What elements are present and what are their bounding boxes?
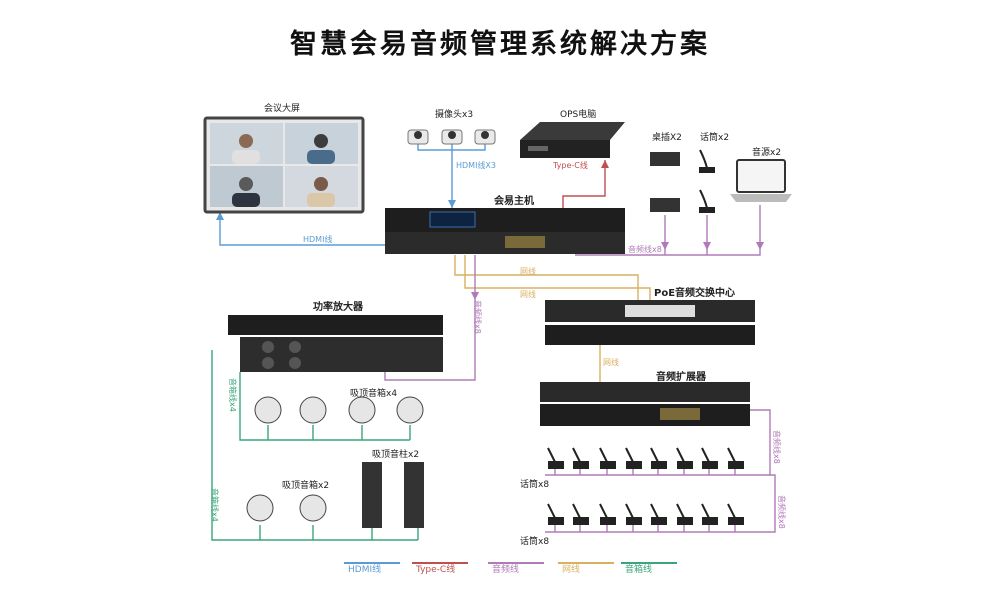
wire-label-audio-x8: 音频线x8 [628, 244, 662, 255]
wire-label-audio-r2: 音频线x8 [776, 495, 787, 529]
legend-item-hdmi: HDMI线 [348, 562, 381, 575]
audio-expander [540, 382, 750, 426]
label-cameras: 摄像头x3 [435, 107, 473, 120]
mic-icon [700, 150, 714, 212]
label-ceiling4: 吸顶音箱x4 [350, 386, 397, 399]
wire-label-typec: Type-C线 [553, 160, 588, 171]
legend-swatch [558, 562, 614, 564]
wire-label-audio-r1: 音频线x8 [771, 430, 782, 464]
label-ops: OPS电脑 [560, 107, 596, 120]
legend-label: HDMI线 [348, 565, 381, 575]
wire-label-hdmi: HDMI线 [303, 234, 332, 245]
label-host: 会易主机 [494, 192, 534, 207]
legend-swatch [621, 562, 677, 564]
label-ceiling2: 吸顶音箱x2 [282, 478, 329, 491]
wire-label-audio-vertical: 音频线x8 [472, 300, 483, 334]
legend-label: Type-C线 [416, 565, 455, 575]
legend-item-audio: 音频线 [492, 562, 519, 575]
hdmi-camera-wire [418, 144, 485, 208]
wire-label-net-2: 网线 [520, 289, 536, 300]
wire-label-net-3: 网线 [603, 357, 619, 368]
label-deskplug: 桌插X2 [652, 130, 682, 143]
mic-row-2 [548, 504, 743, 524]
wire-label-hdmi-x3: HDMI线X3 [456, 160, 496, 171]
label-column2: 吸顶音柱x2 [372, 447, 419, 460]
wire-label-net-1: 网线 [520, 266, 536, 277]
desk-plug-icon [650, 152, 680, 212]
label-expander: 音频扩展器 [656, 368, 706, 383]
column-speaker-icon [362, 462, 424, 528]
label-amp: 功率放大器 [313, 298, 363, 313]
label-poe: PoE音频交换中心 [654, 284, 735, 299]
amplifier [228, 315, 443, 372]
label-mic-top: 话筒x2 [700, 130, 729, 143]
legend-swatch [344, 562, 400, 564]
label-mics-row2: 话筒x8 [520, 534, 549, 547]
legend-label: 网线 [562, 565, 580, 575]
legend-item-network: 网线 [562, 562, 580, 575]
legend-swatch [488, 562, 544, 564]
legend-label: 音箱线 [625, 565, 652, 575]
laptop-icon [730, 160, 792, 202]
poe-switch [545, 300, 755, 345]
label-mics-row1: 话筒x8 [520, 477, 549, 490]
label-display: 会议大屏 [264, 101, 300, 114]
camera-icon [408, 130, 495, 144]
legend-item-typec: Type-C线 [416, 562, 455, 575]
display-screen [205, 118, 363, 212]
wire-label-speaker-x4b: 音箱线x4 [209, 488, 220, 522]
legend-label: 音频线 [492, 565, 519, 575]
mic-row-1 [548, 448, 743, 468]
ops-computer [520, 122, 625, 158]
network-wire-a [455, 255, 638, 300]
label-audio-src: 音源x2 [752, 145, 781, 158]
legend-swatch [412, 562, 468, 564]
wire-label-speaker-x4: 音箱线x4 [227, 378, 238, 412]
host-unit [385, 208, 625, 254]
network-wire-b [465, 255, 650, 300]
legend-item-speaker: 音箱线 [625, 562, 652, 575]
